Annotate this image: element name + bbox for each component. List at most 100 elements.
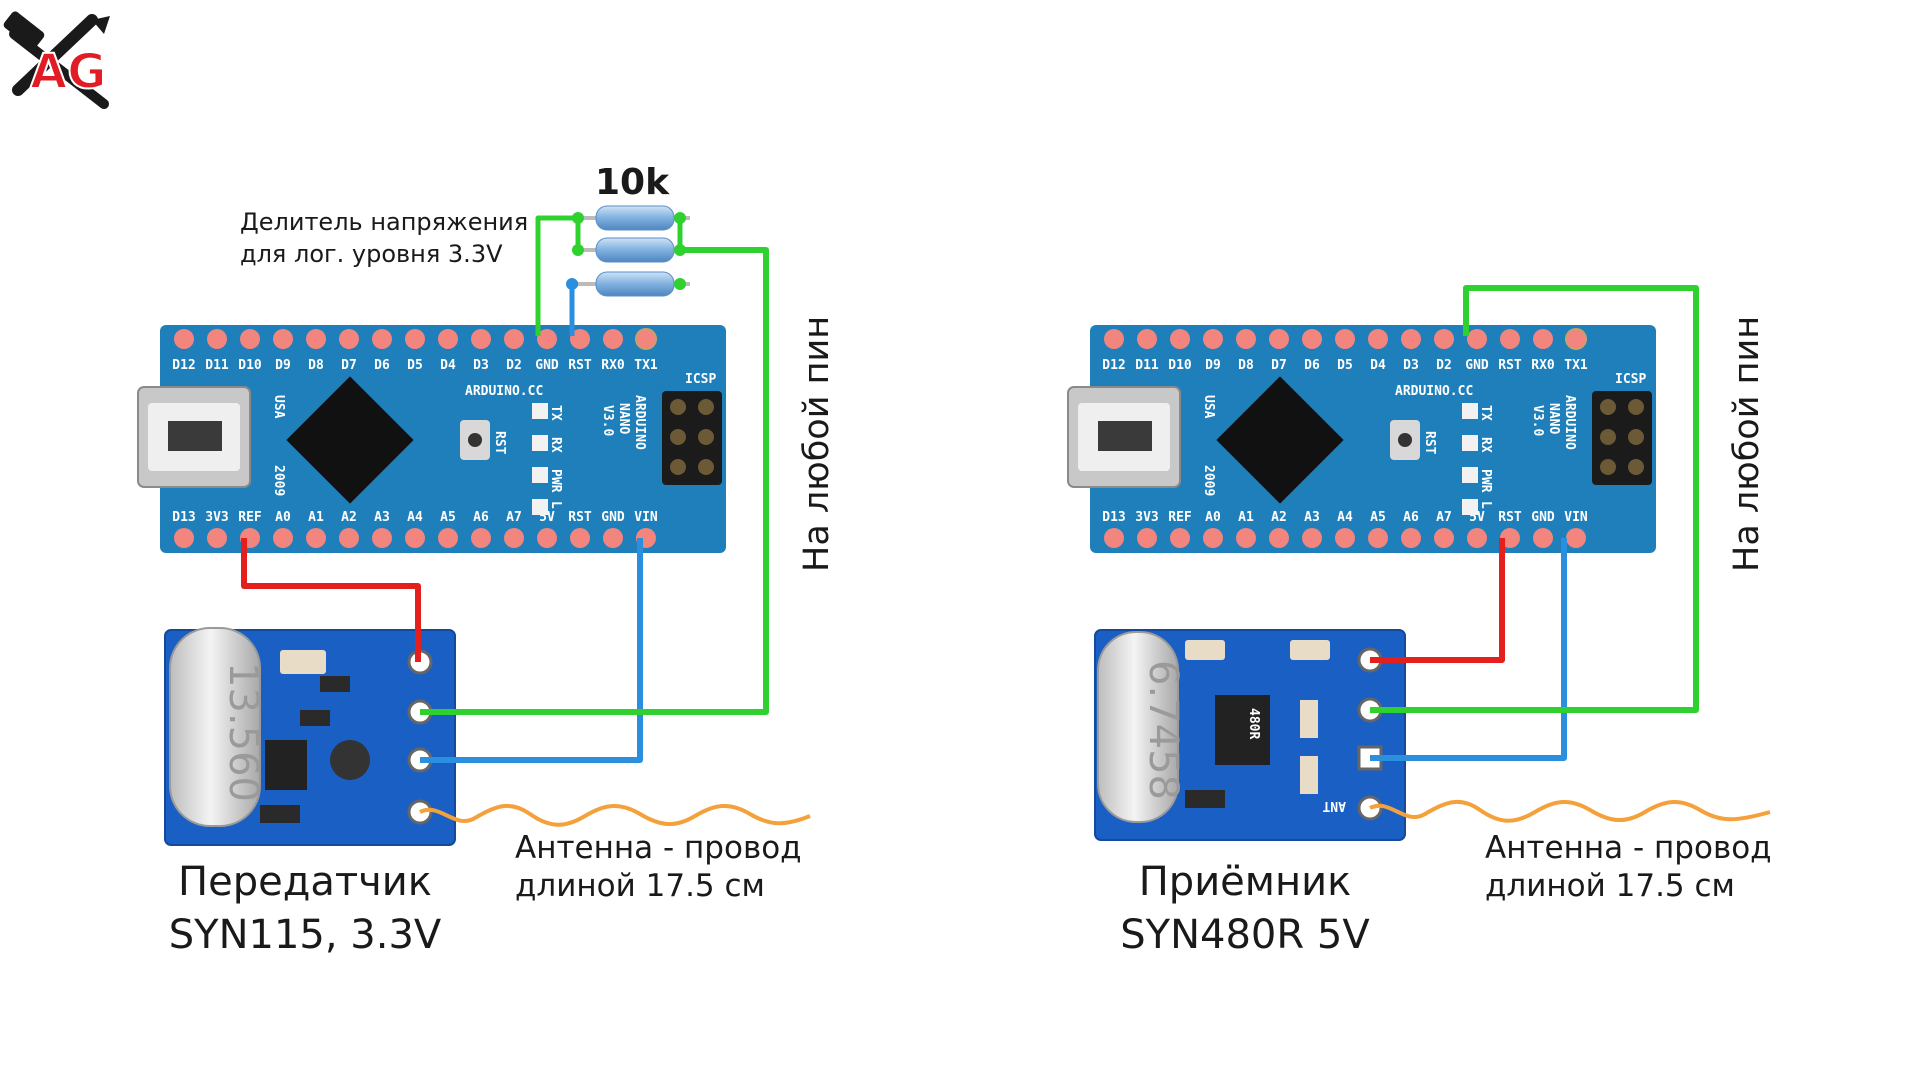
tx-crystal: 13.560 xyxy=(169,627,266,827)
pin-label-bottom-a4: A4 xyxy=(407,510,423,525)
header-pad-top-d7 xyxy=(339,329,359,349)
led-l-label: L xyxy=(1478,501,1493,509)
logo-text: AG xyxy=(30,44,107,100)
header-pad-bottom-a6 xyxy=(1401,528,1421,548)
header-pad-bottom-a0 xyxy=(1203,528,1223,548)
pin-label-bottom-a6: A6 xyxy=(1403,510,1419,525)
pin-label-bottom-a5: A5 xyxy=(440,510,456,525)
header-pad-bottom-a6 xyxy=(471,528,491,548)
header-pad-bottom-d13 xyxy=(1104,528,1124,548)
icsp-header: ICSP xyxy=(1592,372,1652,485)
pin-label-top-d2: D2 xyxy=(1436,358,1452,373)
resistor-1 xyxy=(578,205,690,231)
pin-label-top-d10: D10 xyxy=(238,358,262,373)
pin-label-bottom-gnd: GND xyxy=(601,510,625,525)
model-line3: V3.0 xyxy=(600,405,615,436)
pin-label-bottom-a6: A6 xyxy=(473,510,489,525)
rx-caption-line1: Приёмник xyxy=(1139,859,1352,905)
pin-label-bottom-a4: A4 xyxy=(1337,510,1353,525)
wires-left xyxy=(241,212,769,763)
tx-caption-line2: SYN115, 3.3V xyxy=(169,912,442,958)
header-pad-top-d9 xyxy=(273,329,293,349)
header-pad-bottom-a4 xyxy=(1335,528,1355,548)
side-note-right: На любой пин xyxy=(1727,316,1767,572)
usb-connector xyxy=(137,386,251,488)
header-pad-top-d6 xyxy=(1302,329,1322,349)
pin-label-top-gnd: GND xyxy=(535,358,559,373)
header-pad-top-d5 xyxy=(1335,329,1355,349)
wire-divider-green xyxy=(535,215,578,336)
header-pad-top-tx1 xyxy=(635,328,657,350)
pin-label-bottom-a5: A5 xyxy=(1370,510,1386,525)
header-pad-bottom-a3 xyxy=(1302,528,1322,548)
header-pad-top-d11 xyxy=(1137,329,1157,349)
pin-label-bottom-a3: A3 xyxy=(1304,510,1320,525)
pin-label-top-d3: D3 xyxy=(473,358,489,373)
divider-note-line2: для лог. уровня 3.3V xyxy=(240,240,503,268)
icsp-label: ICSP xyxy=(685,372,716,387)
tx-chip xyxy=(265,740,307,790)
header-pad-top-gnd xyxy=(537,329,557,349)
pin-label-top-rst: RST xyxy=(568,358,592,373)
brand-label: ARDUINO.CC xyxy=(1395,384,1473,399)
rx-caption-line2: SYN480R 5V xyxy=(1120,912,1370,958)
pin-label-top-rst: RST xyxy=(1498,358,1522,373)
header-pad-top-d8 xyxy=(306,329,326,349)
pin-label-top-d9: D9 xyxy=(275,358,291,373)
header-pad-bottom-a2 xyxy=(339,528,359,548)
tx-components xyxy=(260,650,370,823)
header-pad-top-d4 xyxy=(1368,329,1388,349)
pin-label-top-d4: D4 xyxy=(1370,358,1386,373)
board xyxy=(160,325,726,553)
logo: AG xyxy=(3,11,110,109)
led-pwr-label: PWR xyxy=(1478,469,1493,493)
transmitter-module: 13.560 xyxy=(164,627,456,846)
header-pad-top-gnd xyxy=(1467,329,1487,349)
pin-label-bottom-vin: VIN xyxy=(634,510,658,525)
pin-label-bottom-a1: A1 xyxy=(308,510,324,525)
header-pad-bottom-a3 xyxy=(372,528,392,548)
header-pad-bottom-3v3 xyxy=(1137,528,1157,548)
tx-caption-line1: Передатчик xyxy=(178,859,432,905)
header-pad-bottom-a7 xyxy=(1434,528,1454,548)
resistor-2 xyxy=(578,237,690,263)
pin-label-top-d2: D2 xyxy=(506,358,522,373)
pin-label-bottom-a7: A7 xyxy=(506,510,522,525)
pin-label-top-d8: D8 xyxy=(308,358,324,373)
tx-antenna-wire xyxy=(419,803,811,827)
resistor-value-label: 10k xyxy=(595,162,670,203)
pin-label-top-d7: D7 xyxy=(1271,358,1287,373)
pin-label-top-d9: D9 xyxy=(1205,358,1221,373)
year-label: 2009 xyxy=(1201,465,1216,496)
pin-label-top-tx1: TX1 xyxy=(1564,358,1588,373)
pin-label-top-gnd: GND xyxy=(1465,358,1489,373)
header-pad-top-d2 xyxy=(1434,329,1454,349)
header-pad-top-d10 xyxy=(240,329,260,349)
rx-antenna-note-line2: длиной 17.5 см xyxy=(1485,868,1735,904)
rx-antenna-note-line1: Антенна - провод xyxy=(1485,830,1772,866)
pin-label-bottom-d13: D13 xyxy=(172,510,195,525)
header-pad-top-rx0 xyxy=(1533,329,1553,349)
pin-label-top-rx0: RX0 xyxy=(601,358,625,373)
pin-label-bottom-a0: A0 xyxy=(275,510,291,525)
pin-label-top-d12: D12 xyxy=(172,358,195,373)
model-text: ARDUINO NANO V3.0 xyxy=(600,395,647,450)
led-tx-label: TX xyxy=(1478,405,1493,421)
led-l-label: L xyxy=(548,501,563,509)
model-line2: NANO xyxy=(616,403,631,434)
wire-5v-red xyxy=(1370,538,1505,663)
year-label: 2009 xyxy=(271,465,286,496)
led-tx-label: TX xyxy=(548,405,563,421)
header-pad-top-d5 xyxy=(405,329,425,349)
header-pad-top-d8 xyxy=(1236,329,1256,349)
pin-label-top-d10: D10 xyxy=(1168,358,1192,373)
led-rx-label: RX xyxy=(1478,437,1493,453)
rx-chip-label: 480R xyxy=(1246,708,1261,739)
header-pad-top-tx1 xyxy=(1565,328,1587,350)
header-pad-top-d12 xyxy=(174,329,194,349)
header-pad-top-d9 xyxy=(1203,329,1223,349)
header-pad-top-d2 xyxy=(504,329,524,349)
header-pad-top-d3 xyxy=(471,329,491,349)
pin-label-bottom-vin: VIN xyxy=(1564,510,1588,525)
